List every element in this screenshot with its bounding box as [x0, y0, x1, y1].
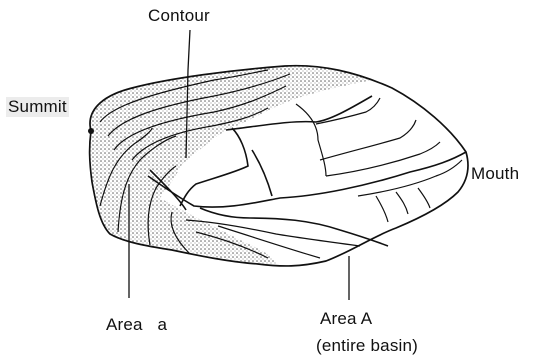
contour-line: [296, 104, 326, 176]
area-a-label: Area a: [106, 315, 167, 335]
contour-line: [376, 196, 388, 222]
tributary-channel: [252, 150, 272, 196]
sub-basin-a-shaded-region: [90, 66, 372, 264]
contour-line: [396, 192, 408, 214]
contour-line: [418, 188, 430, 208]
contour-line: [320, 120, 416, 160]
summit-label: Summit: [6, 97, 69, 117]
area-A-label: Area A: [320, 309, 372, 329]
entire-basin-label: (entire basin): [316, 336, 418, 356]
contour-line: [358, 160, 462, 196]
mouth-label: Mouth: [471, 164, 519, 184]
contour-line: [326, 142, 440, 176]
summit-dot-icon: [88, 128, 94, 134]
main-channel: [148, 152, 466, 207]
contour-label: Contour: [148, 6, 210, 26]
